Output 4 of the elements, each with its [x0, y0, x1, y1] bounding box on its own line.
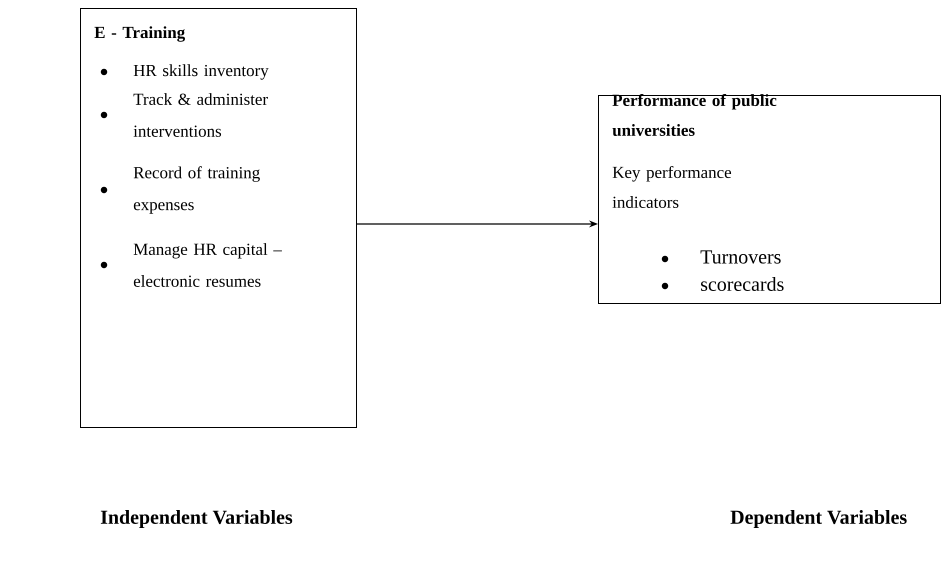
text-box: Performance of public universities Key performance indicators Turnovers scorecards	[598, 94, 941, 304]
text-box: E - Training HR skills inventory Track & administer interventions Record of training expenses Manage HR capital – electronic resumes	[80, 8, 357, 428]
variable-label: Independent Variables	[100, 510, 292, 528]
variable-label: Dependent Variables	[730, 510, 907, 528]
